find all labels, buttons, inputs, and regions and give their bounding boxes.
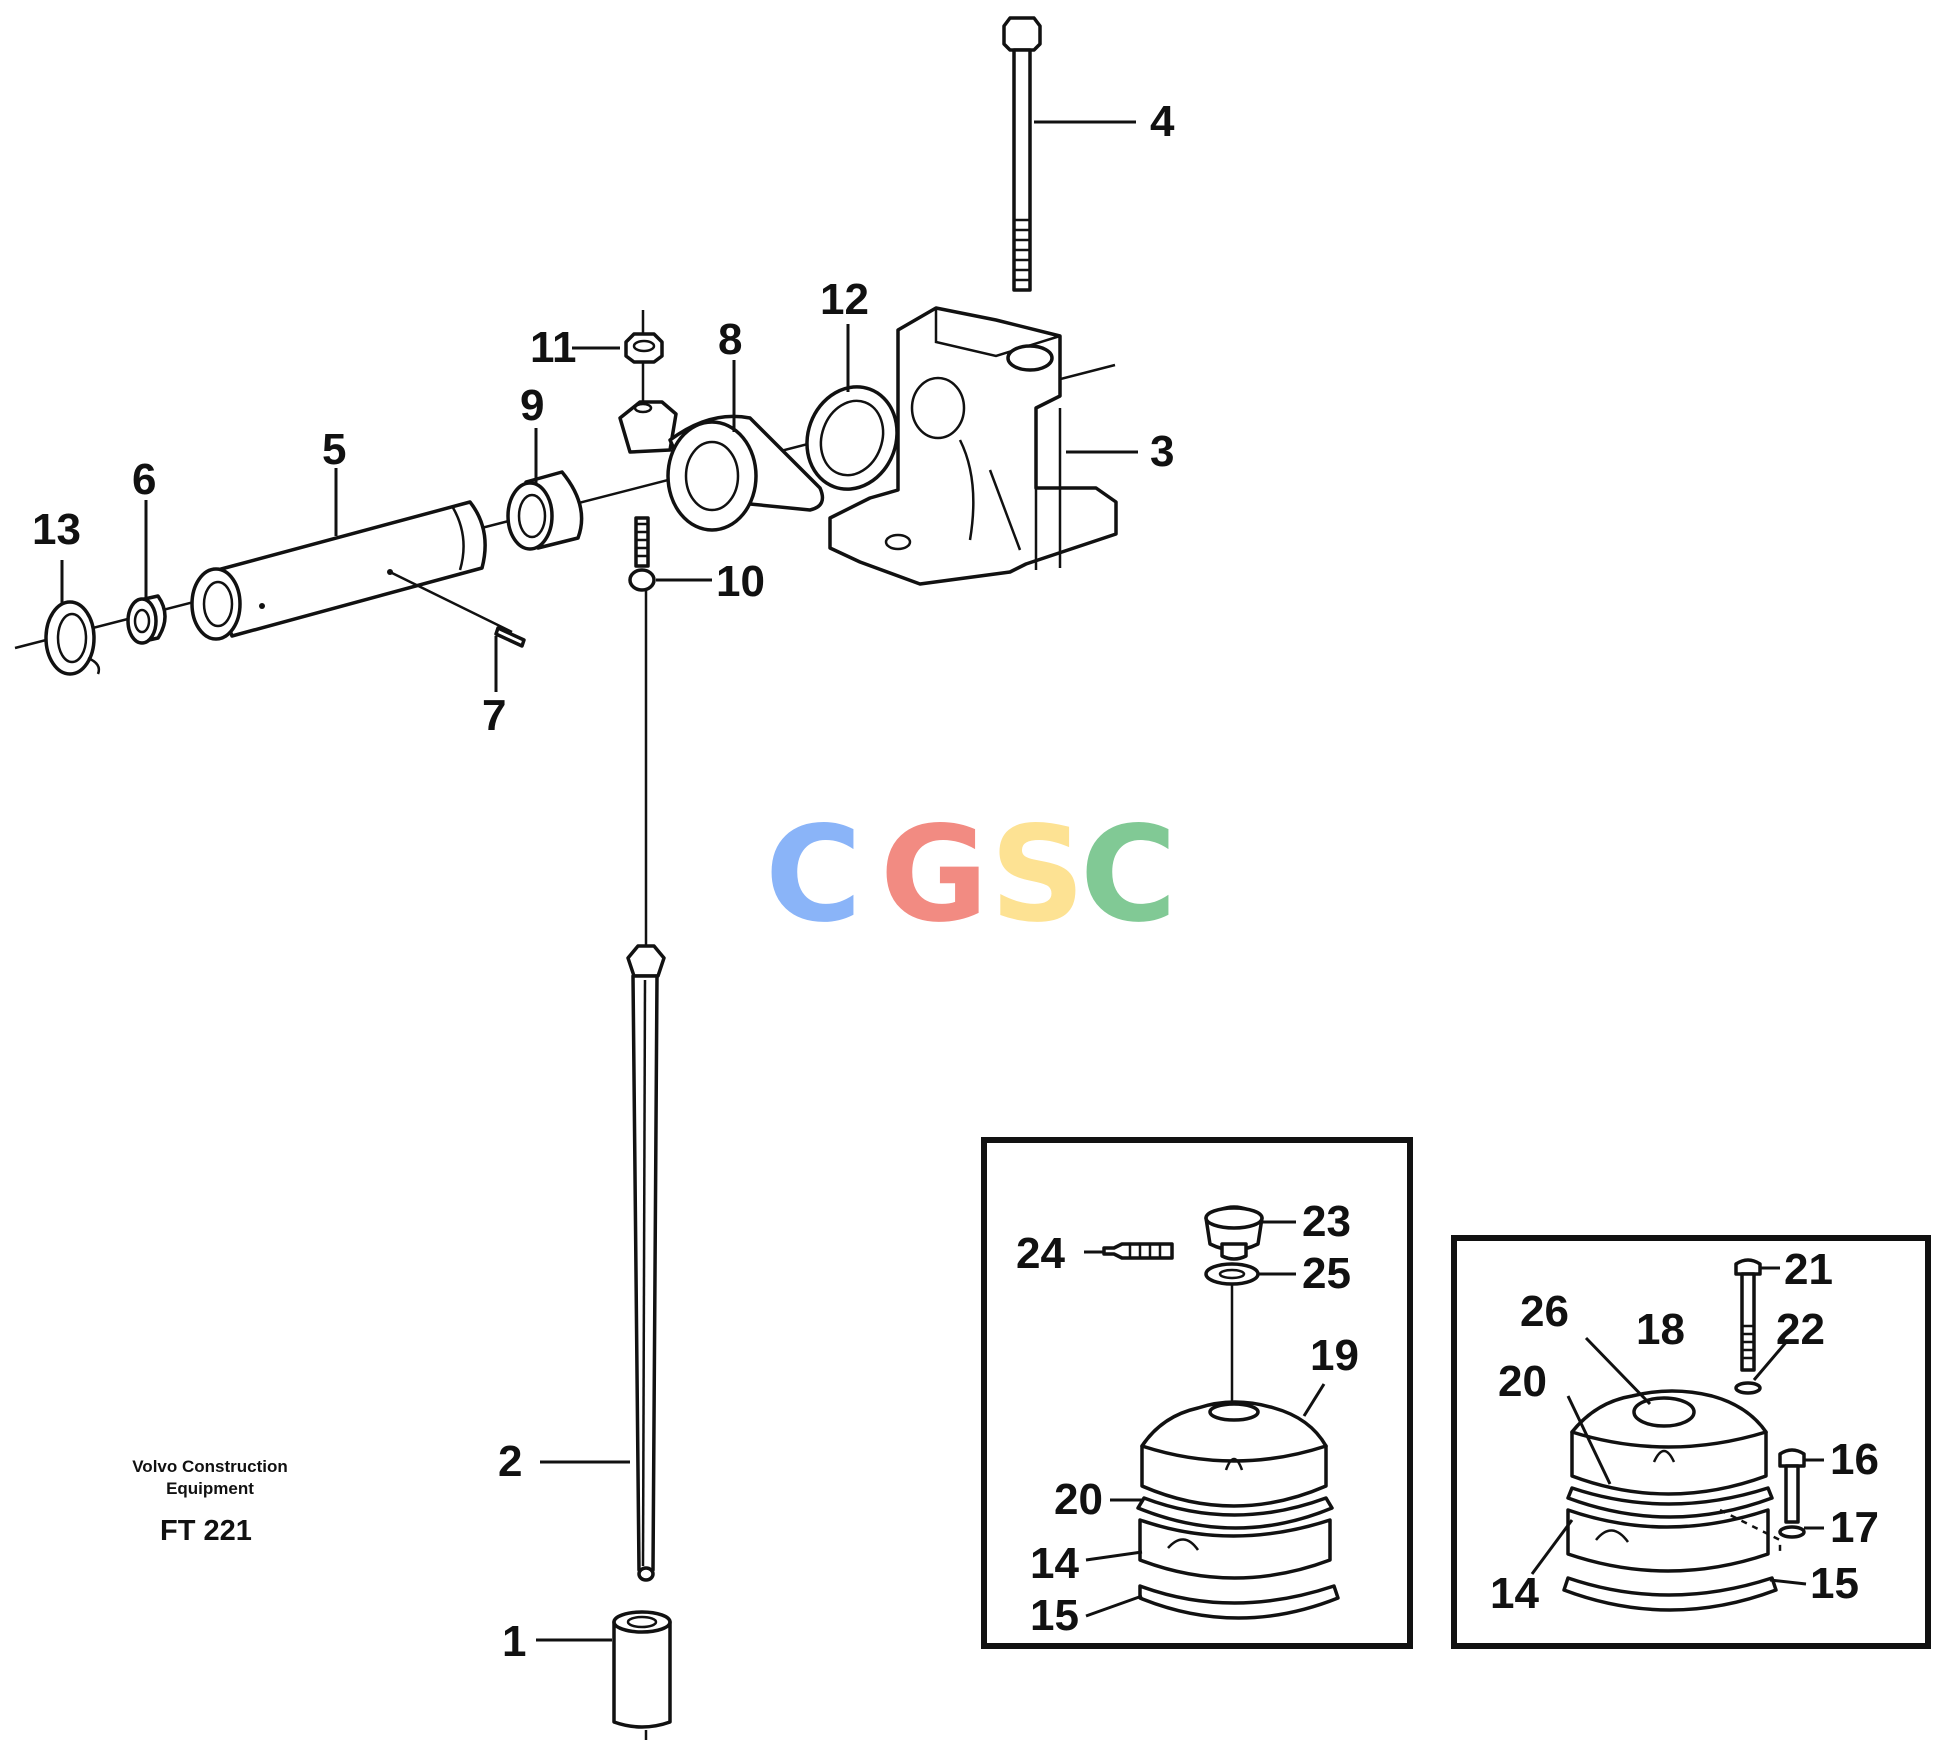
inset-b-callout-26: 26 <box>1520 1287 1569 1336</box>
inset-b-base-14 <box>1566 1508 1770 1573</box>
inset-b: 21 26 18 22 20 16 17 14 15 <box>1451 1235 1931 1649</box>
part-2-pushrod <box>626 944 666 1582</box>
inset-b-plate-26 <box>1632 1396 1696 1428</box>
watermark-logo: C G S C <box>765 798 1177 952</box>
callout-1: 1 <box>502 1617 526 1666</box>
inset-a-screw-24 <box>1102 1242 1174 1260</box>
inset-b-gasket-15 <box>1562 1576 1778 1612</box>
inset-b-cover-18 <box>1570 1389 1768 1496</box>
callout-11: 11 <box>530 323 577 372</box>
leader-lines <box>60 120 1138 1642</box>
inset-b-washer-22 <box>1734 1381 1762 1395</box>
watermark-letter-s: S <box>990 798 1085 952</box>
inset-b-callout-17: 17 <box>1830 1503 1879 1552</box>
inset-a-callout-20: 20 <box>1054 1475 1103 1524</box>
inset-b-washer-17 <box>1778 1525 1806 1539</box>
inset-b-callout-16: 16 <box>1830 1435 1879 1484</box>
callout-4: 4 <box>1150 97 1175 146</box>
inset-a-knob-23 <box>1204 1205 1264 1261</box>
inset-a-callout-14: 14 <box>1030 1539 1079 1588</box>
part-5-shaft <box>190 500 487 641</box>
figure-code: FT 221 <box>160 1515 252 1547</box>
part-12-washer <box>805 385 899 491</box>
inset-b-frame <box>1451 1235 1931 1649</box>
inset-b-callout-20: 20 <box>1498 1357 1547 1406</box>
inset-b-callout-15: 15 <box>1810 1559 1859 1608</box>
part-11-nut <box>624 310 664 405</box>
inset-b-callout-18: 18 <box>1636 1305 1685 1354</box>
inset-b-callout-14: 14 <box>1490 1569 1539 1618</box>
inset-a-washer-25 <box>1204 1262 1260 1286</box>
callout-13: 13 <box>32 505 81 554</box>
callout-9: 9 <box>520 381 544 430</box>
part-13-retaining-ring <box>44 600 101 676</box>
callout-6: 6 <box>132 455 156 504</box>
inset-a-frame <box>981 1137 1413 1649</box>
part-10-adjusting-screw <box>628 516 656 592</box>
part-8-rocker-arm <box>618 400 825 532</box>
callout-10: 10 <box>716 557 765 606</box>
part-6-bushing <box>126 594 167 645</box>
inset-b-bolt-16 <box>1778 1448 1806 1524</box>
part-7-pin <box>389 570 526 648</box>
part-4-bolt <box>1002 16 1042 292</box>
inset-b-callout-21: 21 <box>1784 1245 1833 1294</box>
inset-b-bolt-21 <box>1734 1258 1762 1372</box>
inset-a-callout-23: 23 <box>1302 1197 1351 1246</box>
inset-a-gasket-15 <box>1138 1584 1340 1620</box>
inset-a-base-14 <box>1138 1518 1332 1580</box>
callout-3: 3 <box>1150 427 1174 476</box>
publisher-caption-line-2: Equipment <box>166 1479 254 1498</box>
part-9-bushing <box>506 470 584 551</box>
part-3-bracket <box>828 306 1118 586</box>
inset-a: 24 23 25 19 20 14 15 <box>981 1137 1413 1649</box>
inset-a-callout-25: 25 <box>1302 1249 1351 1298</box>
publisher-caption-line-1: Volvo Construction <box>132 1457 288 1476</box>
callout-2: 2 <box>498 1437 522 1486</box>
inset-a-gasket-20 <box>1136 1496 1334 1530</box>
callout-8: 8 <box>718 315 742 364</box>
inset-a-leader-lines <box>1084 1220 1326 1618</box>
watermark-letter-c1: C <box>765 798 862 952</box>
inset-b-dashed-line <box>1719 1508 1782 1552</box>
inset-a-cover-19 <box>1140 1400 1328 1508</box>
part-1-tappet <box>612 1610 672 1740</box>
watermark-letter-c2: C <box>1080 798 1177 952</box>
inset-b-leader-lines <box>1530 1266 1824 1586</box>
inset-a-callout-19: 19 <box>1310 1331 1359 1380</box>
callout-7: 7 <box>482 691 506 740</box>
inset-b-callout-22: 22 <box>1776 1305 1825 1354</box>
inset-a-callout-15: 15 <box>1030 1591 1079 1640</box>
watermark-letter-g: G <box>880 798 988 952</box>
callout-12: 12 <box>820 275 869 324</box>
callout-5: 5 <box>322 425 346 474</box>
inset-a-callout-24: 24 <box>1016 1229 1065 1278</box>
